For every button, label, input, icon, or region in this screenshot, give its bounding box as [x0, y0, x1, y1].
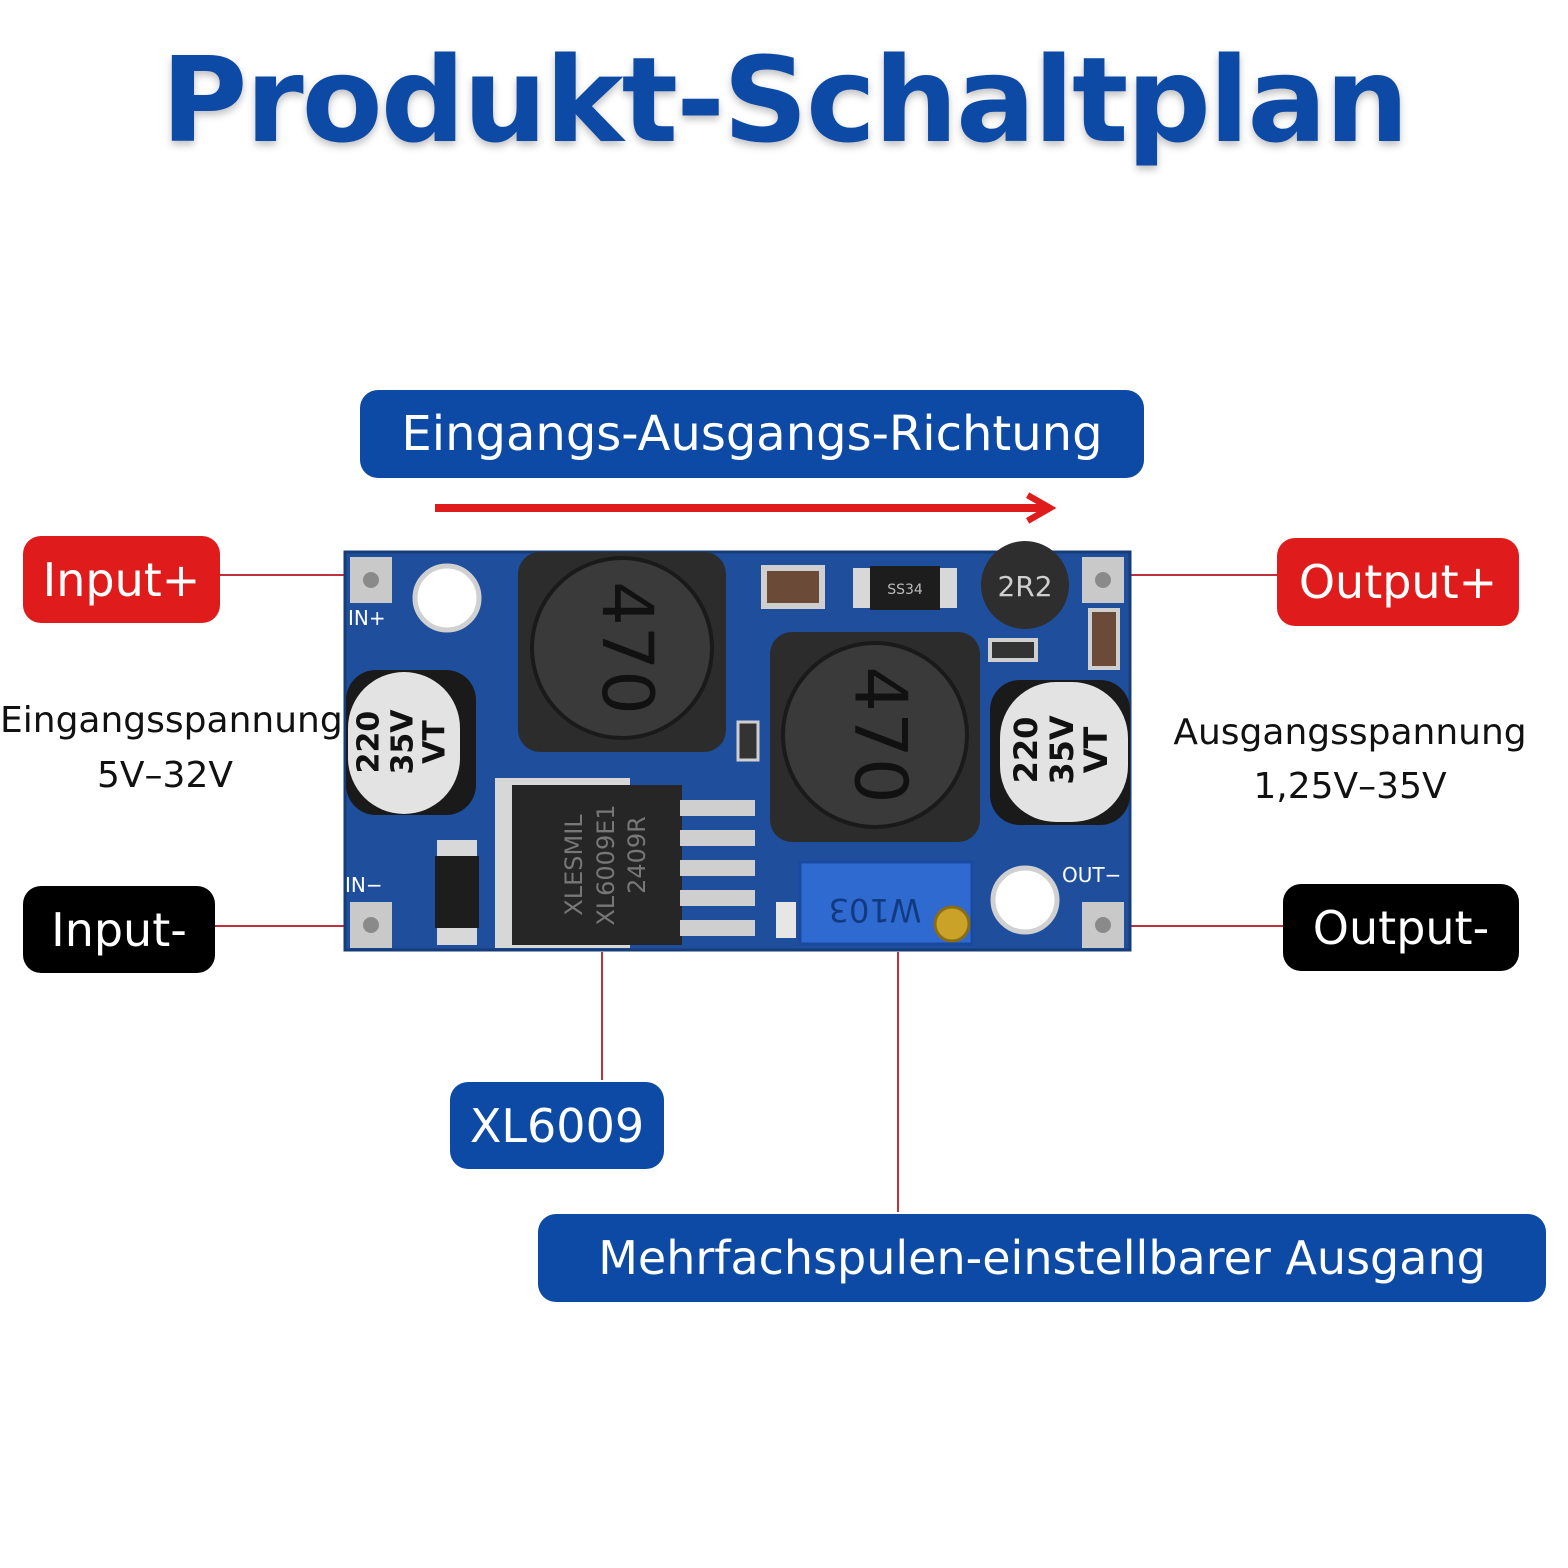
smd-cap-right	[1088, 608, 1120, 670]
input-voltage-range: 5V–32V	[97, 755, 233, 796]
inductor-center: 470	[770, 632, 980, 842]
svg-text:470: 470	[586, 581, 668, 715]
pad-out-minus	[1082, 902, 1124, 948]
inductor-small: 2R2	[981, 541, 1069, 629]
mounting-hole-right	[990, 865, 1060, 935]
input-plus-label: Input+	[23, 536, 220, 623]
input-minus-label: Input-	[23, 886, 215, 973]
output-voltage-label: Ausgangsspannung	[1173, 712, 1527, 753]
direction-label: Eingangs-Ausgangs-Richtung	[360, 390, 1144, 478]
svg-text:W103: W103	[829, 891, 922, 929]
adjust-label: Mehrfachspulen-einstellbarer Ausgang	[538, 1214, 1546, 1302]
pad-in-plus	[350, 557, 392, 603]
diode-top: SS34	[853, 566, 957, 610]
chip-label-text: XL6009	[469, 1098, 645, 1153]
svg-text:35V: 35V	[1043, 715, 1081, 785]
output-plus-label: Output+	[1277, 538, 1519, 626]
smd-small	[736, 720, 760, 762]
pad-out-minus-text: OUT−	[1062, 863, 1121, 887]
diode-bottom	[435, 840, 479, 945]
output-minus-label: Output-	[1283, 884, 1519, 971]
input-plus-text: Input+	[42, 552, 201, 607]
smd-bottom	[776, 902, 796, 938]
svg-text:VT: VT	[418, 720, 453, 764]
input-voltage-label: Eingangsspannung	[0, 700, 343, 741]
smd-cap-top	[761, 565, 825, 609]
pad-in-minus	[350, 902, 392, 948]
mounting-hole-left	[412, 563, 482, 633]
svg-text:XLESMIL: XLESMIL	[560, 814, 588, 916]
inductor-left: 470	[518, 552, 726, 752]
svg-text:XL6009E1: XL6009E1	[592, 804, 620, 925]
page-title: Produkt-Schaltplan	[160, 31, 1409, 169]
svg-text:VT: VT	[1077, 727, 1115, 774]
output-minus-text: Output-	[1312, 900, 1490, 955]
svg-text:470: 470	[838, 666, 922, 803]
direction-label-text: Eingangs-Ausgangs-Richtung	[401, 406, 1103, 462]
adjust-label-text: Mehrfachspulen-einstellbarer Ausgang	[598, 1231, 1486, 1285]
svg-text:220: 220	[1007, 717, 1045, 784]
svg-text:35V: 35V	[386, 709, 421, 775]
svg-text:2409R: 2409R	[623, 816, 651, 894]
svg-text:SS34: SS34	[887, 582, 923, 598]
smd-resistor	[988, 638, 1038, 662]
input-minus-text: Input-	[51, 902, 187, 957]
capacitor-left: 220 35V VT	[346, 670, 476, 815]
pad-out-plus	[1082, 557, 1124, 603]
potentiometer: W103	[798, 860, 974, 946]
output-voltage-range: 1,25V–35V	[1253, 766, 1447, 807]
pad-in-plus-text: IN+	[348, 606, 386, 630]
svg-text:220: 220	[352, 711, 387, 774]
chip-label: XL6009	[450, 1082, 664, 1169]
capacitor-right: 220 35V VT	[990, 680, 1130, 825]
output-plus-text: Output+	[1298, 555, 1498, 609]
pad-in-minus-text: IN−	[345, 873, 383, 897]
svg-text:2R2: 2R2	[997, 570, 1052, 603]
ic-xl6009: XLESMIL XL6009E1 2409R	[495, 778, 755, 948]
